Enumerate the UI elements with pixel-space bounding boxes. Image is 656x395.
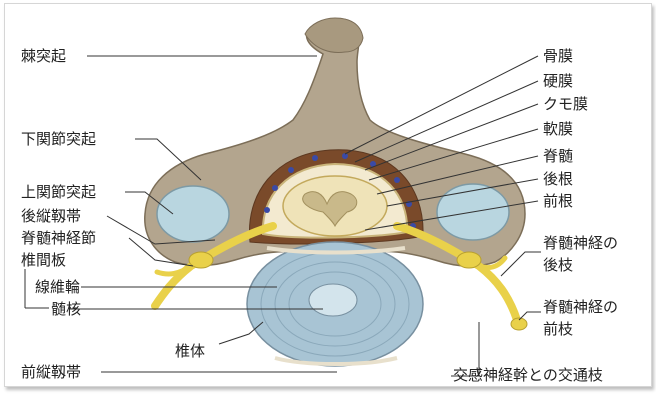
label-anterior-root: 前根: [543, 192, 573, 210]
label-superior-articular-process: 上関節突起: [21, 183, 96, 201]
left-articular-cartilage: [157, 186, 229, 242]
label-anterior-longitudinal-ligament: 前縦靱帯: [21, 363, 81, 381]
label-posterior-ramus-line2: 後枝: [543, 256, 573, 274]
label-posterior-ramus-line1: 脊髄神経の: [543, 234, 618, 252]
label-arachnoid: クモ膜: [543, 95, 588, 113]
label-intervertebral-disc: 椎間板: [21, 251, 66, 269]
label-periosteum: 骨膜: [543, 47, 573, 65]
label-dura-mater: 硬膜: [543, 72, 573, 90]
label-communicating-branch: 交感神経幹との交通枝: [453, 366, 603, 384]
label-posterior-root: 後根: [543, 170, 573, 188]
label-nucleus-pulposus: 髄核: [51, 300, 81, 318]
label-posterior-longitudinal-ligament: 後縦靱帯: [21, 207, 81, 225]
figure-frame: 棘突起 下関節突起 上関節突起 後縦靱帯 脊髄神経節 椎間板 線維輪 髄核 椎体…: [4, 3, 652, 387]
label-spinal-ganglion: 脊髄神経節: [21, 229, 96, 247]
right-ganglion: [457, 252, 481, 268]
label-vertebral-body: 椎体: [175, 342, 205, 360]
label-anterior-ramus-line1: 脊髄神経の: [543, 298, 618, 316]
label-annulus-fibrosus: 線維輪: [35, 278, 80, 296]
label-spinal-cord: 脊髄: [543, 147, 573, 165]
label-anterior-ramus-line2: 前枝: [543, 320, 573, 338]
label-inferior-articular-process: 下関節突起: [21, 130, 96, 148]
label-spinous-process: 棘突起: [21, 47, 66, 65]
label-pia-mater: 軟膜: [543, 120, 573, 138]
nucleus-shape: [309, 284, 357, 316]
